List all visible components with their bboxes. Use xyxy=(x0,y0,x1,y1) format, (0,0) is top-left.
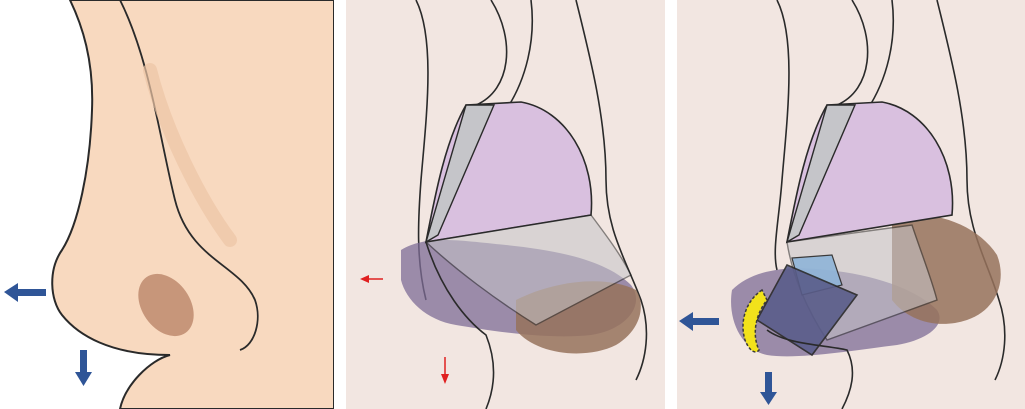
panel-external-view xyxy=(0,0,334,409)
arrow-left-icon xyxy=(360,275,383,283)
cartilage-illustration xyxy=(346,0,665,409)
ala-shading xyxy=(143,63,237,247)
profile-line-2 xyxy=(836,0,869,106)
profile-line-4 xyxy=(936,0,1006,381)
nose-skin xyxy=(51,0,334,409)
profile-line-3 xyxy=(866,0,895,111)
dark-graft xyxy=(755,263,859,357)
septum-strip xyxy=(785,104,857,244)
arrow-left-icon xyxy=(4,283,46,302)
graft-illustration xyxy=(677,0,1025,409)
septum-lower xyxy=(424,214,632,326)
arrow-down-icon xyxy=(75,350,92,386)
panel-cartilage-view xyxy=(346,0,665,409)
external-nose-illustration xyxy=(0,0,334,409)
yellow-tip-graft xyxy=(742,288,768,353)
arrow-down-icon xyxy=(760,372,777,405)
profile-line-2 xyxy=(475,0,508,106)
profile-line-1 xyxy=(774,0,790,271)
nostril xyxy=(138,273,194,337)
arrow-down-icon xyxy=(441,357,449,384)
arrow-left-icon xyxy=(679,312,719,331)
columella-line xyxy=(425,241,495,409)
columella-line xyxy=(766,329,854,409)
profile-line-3 xyxy=(505,0,534,111)
profile-line-4 xyxy=(575,0,648,381)
panel-graft-view xyxy=(677,0,1025,409)
septum-strip xyxy=(424,104,496,244)
